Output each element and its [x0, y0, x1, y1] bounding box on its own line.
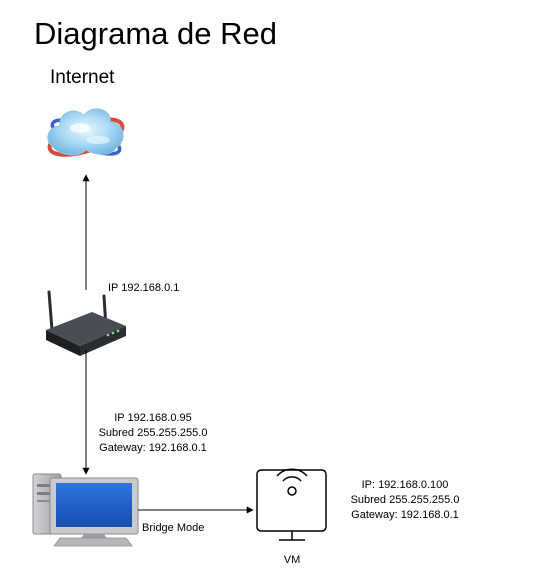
wireless-router-icon — [46, 290, 126, 356]
vm-subnet-label: Subred 255.255.255.0 — [350, 494, 460, 506]
router-ip-label: IP 192.168.0.1 — [108, 282, 180, 294]
vm-ip-label: IP: 192.168.0.100 — [361, 479, 449, 491]
vm-gateway-label: Gateway: 192.168.0.1 — [351, 509, 459, 521]
monitor-wifi-icon — [256, 468, 327, 541]
host-gateway-label: Gateway: 192.168.0.1 — [99, 442, 207, 454]
host-ip-label: IP 192.168.0.95 — [114, 412, 192, 424]
internet-label: Internet — [50, 67, 115, 88]
bridge-mode-label: Bridge Mode — [142, 522, 205, 534]
host-subnet-label: Subred 255.255.255.0 — [98, 427, 208, 439]
desktop-computer-icon — [32, 473, 139, 547]
vm-label: VM — [283, 554, 301, 566]
page-title: Diagrama de Red — [34, 16, 277, 51]
cloud-globe-icon — [47, 108, 125, 157]
